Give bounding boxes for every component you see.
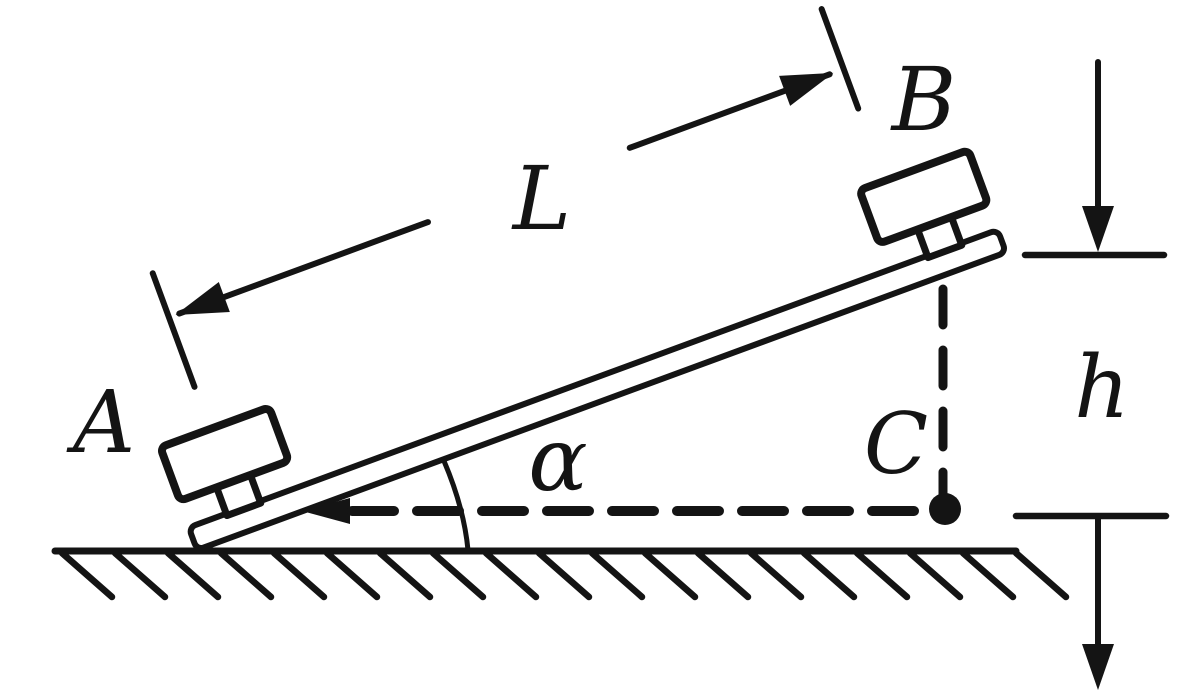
hatch-stroke xyxy=(111,549,169,601)
hatch-stroke xyxy=(694,549,752,601)
ground-hatching xyxy=(58,549,1070,601)
hatch-stroke xyxy=(164,549,222,601)
label-angle: α xyxy=(528,408,587,511)
block-a xyxy=(158,405,292,504)
block-b xyxy=(857,147,991,246)
length-tick-right xyxy=(818,6,862,112)
horizontal-dashed-arrowhead xyxy=(302,498,350,524)
rod xyxy=(187,228,1007,552)
hatch-stroke xyxy=(270,549,328,601)
hatch-stroke xyxy=(747,549,805,601)
angle-arc xyxy=(441,458,471,553)
hatch-stroke xyxy=(853,549,911,601)
length-tick-left xyxy=(149,270,198,390)
hatch-stroke xyxy=(906,549,964,601)
hatch-stroke xyxy=(535,549,593,601)
label-point-b: B xyxy=(890,48,957,151)
length-arrow-right xyxy=(779,72,834,106)
height-arrow-top-head xyxy=(1082,206,1114,252)
hatch-stroke xyxy=(217,549,275,601)
inclined-assembly xyxy=(149,6,1007,552)
label-length: L xyxy=(511,147,571,250)
hatch-stroke xyxy=(641,549,699,601)
hatch-stroke xyxy=(323,549,381,601)
hatch-stroke xyxy=(376,549,434,601)
label-point-a: A xyxy=(66,373,135,473)
hatch-stroke xyxy=(58,549,116,601)
label-height: h xyxy=(1074,338,1129,438)
height-arrow-bottom-head xyxy=(1082,644,1114,690)
hatch-stroke xyxy=(1012,549,1070,601)
point-c-dot xyxy=(929,493,961,525)
hatch-stroke xyxy=(429,549,487,601)
label-point-c: C xyxy=(864,395,928,493)
hatch-stroke xyxy=(482,549,540,601)
hatch-stroke xyxy=(588,549,646,601)
hatch-stroke xyxy=(800,549,858,601)
length-arrow-left xyxy=(175,281,230,315)
hatch-stroke xyxy=(959,549,1017,601)
